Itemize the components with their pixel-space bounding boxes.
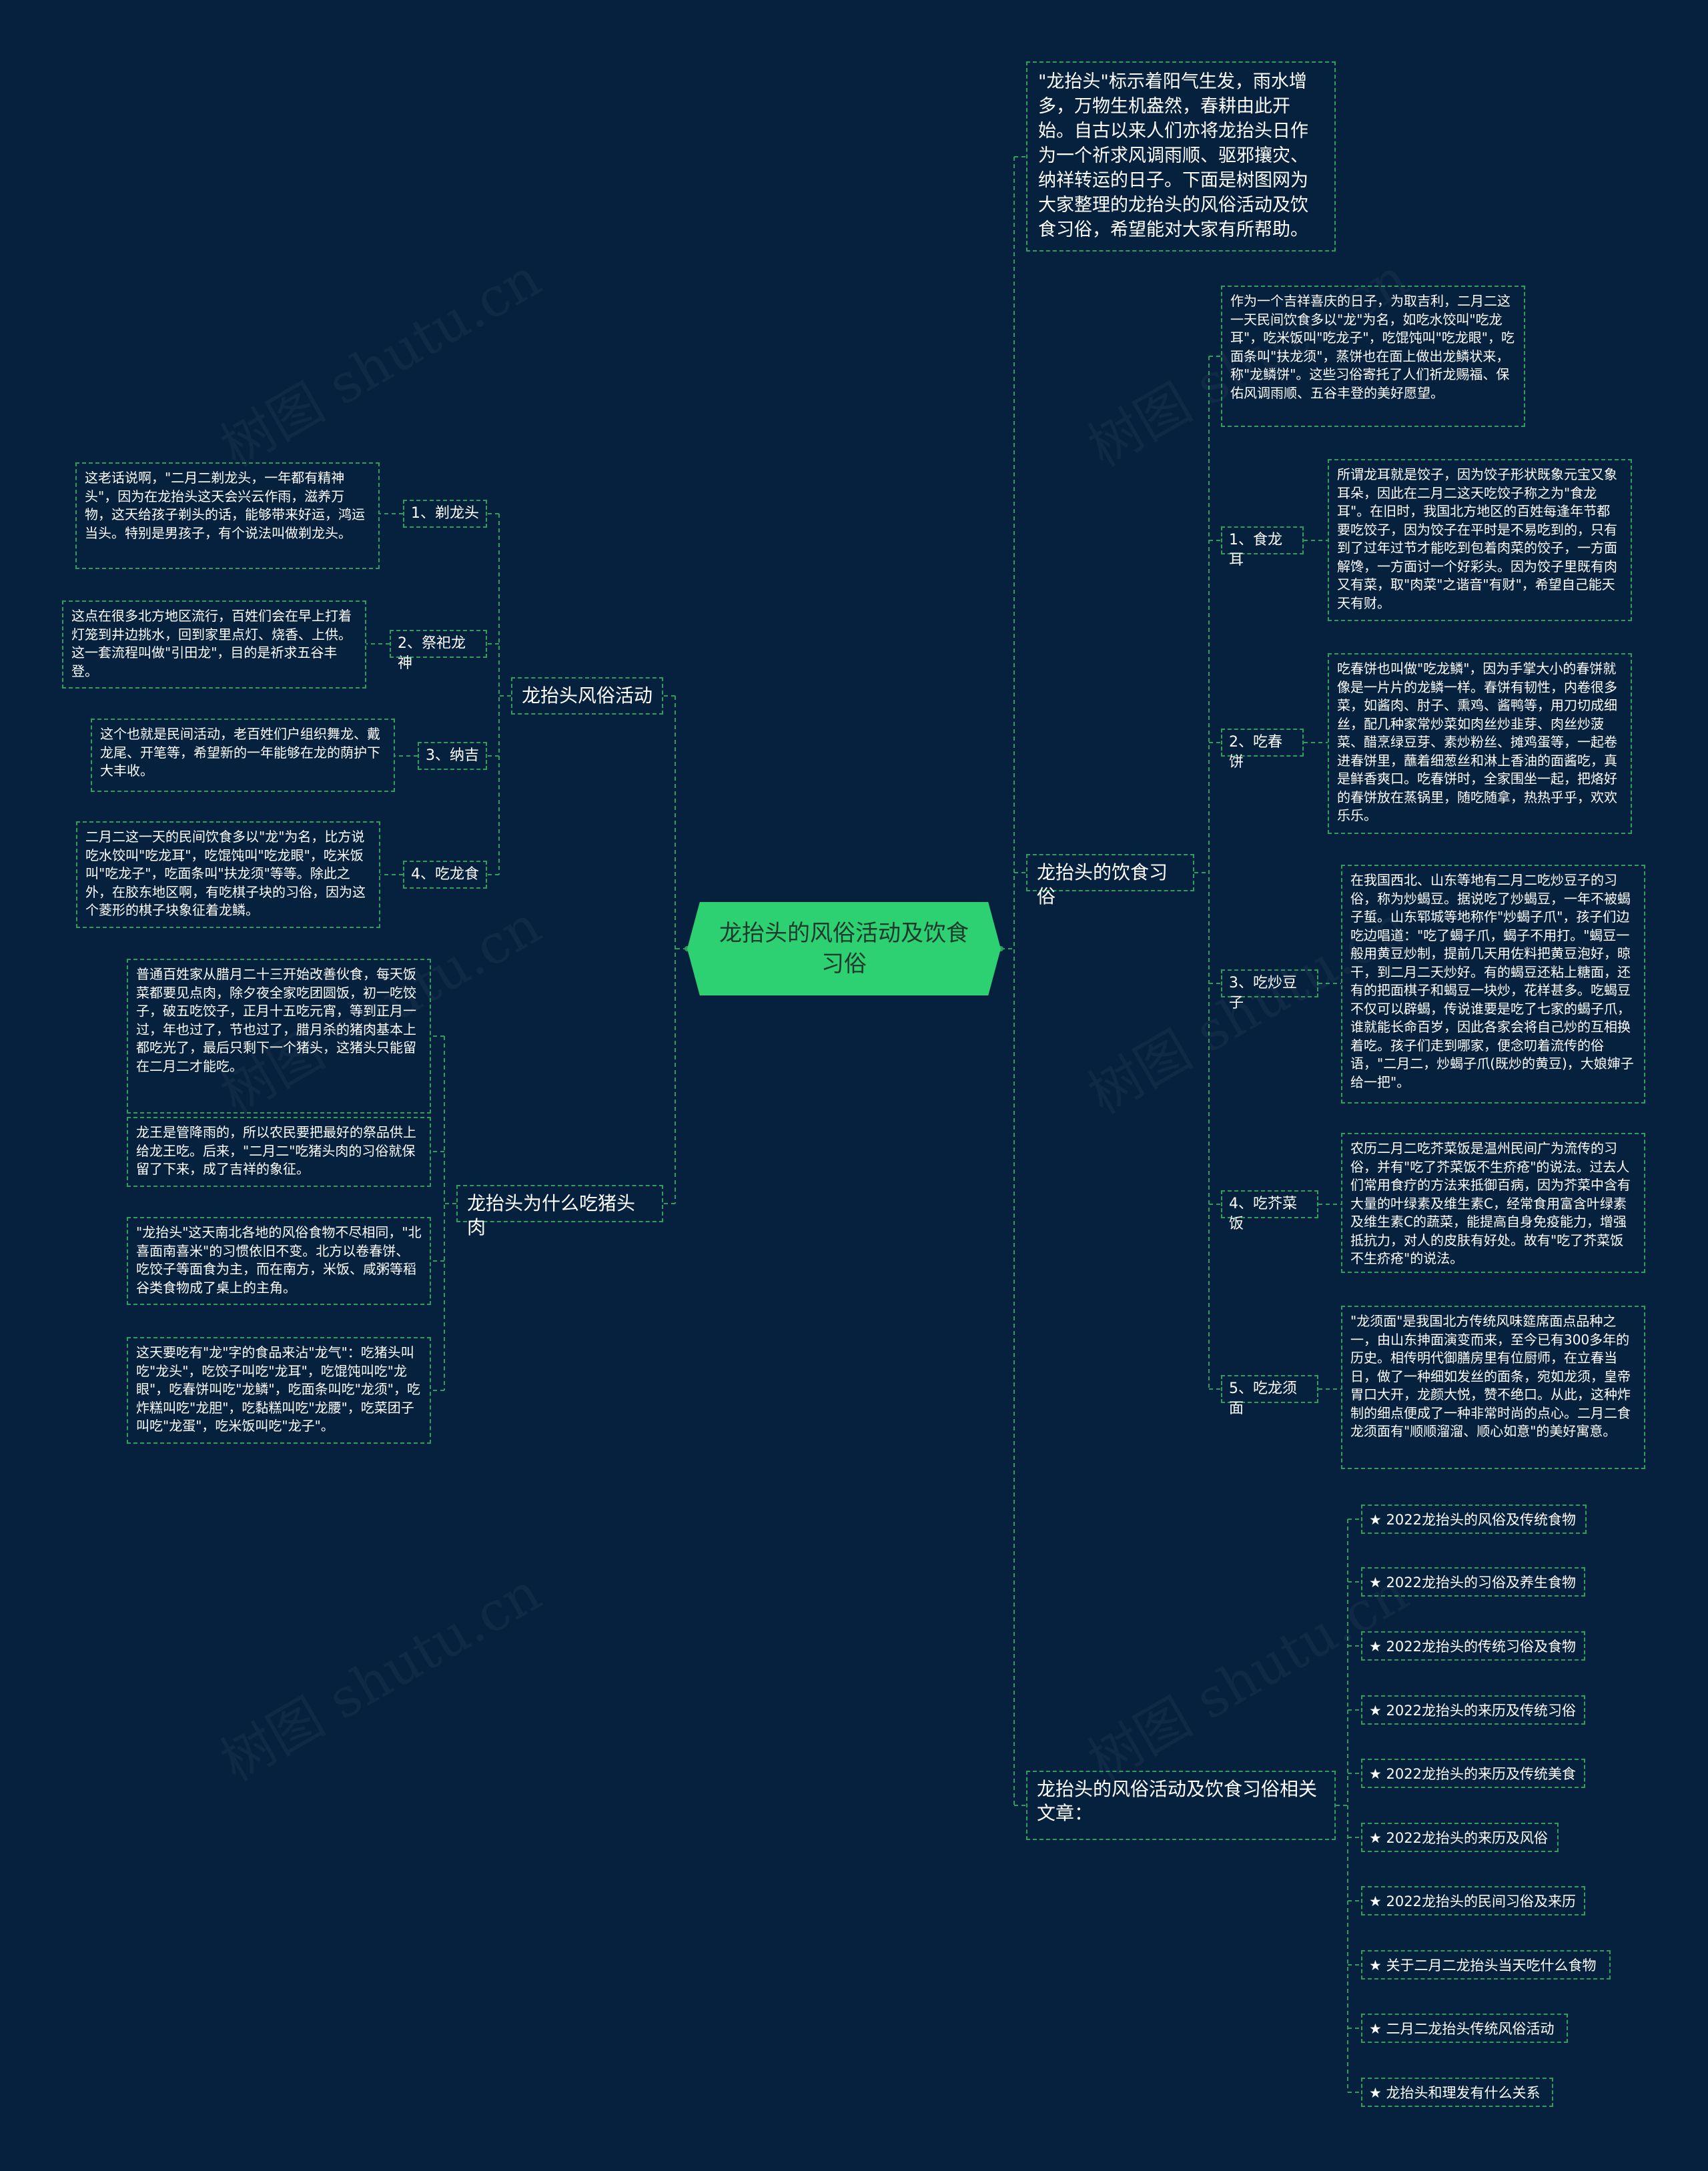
activity-label-4[interactable]: 4、吃龙食 <box>403 861 487 889</box>
intro-node[interactable]: "龙抬头"标示着阳气生发，雨水增多，万物生机盎然，春耕由此开始。自古以来人们亦将… <box>1026 61 1336 252</box>
activity-text-4[interactable]: 二月二这一天的民间饮食多以"龙"为名，比方说吃水饺叫"吃龙耳"，吃馄饨叫"吃龙眼… <box>76 821 380 928</box>
diet-top-text[interactable]: 作为一个吉祥喜庆的日子，为取吉利，二月二这一天民间饮食多以"龙"为名，如吃水饺叫… <box>1221 286 1525 427</box>
branch-diet[interactable]: 龙抬头的饮食习俗 <box>1026 854 1194 907</box>
activity-label-2[interactable]: 2、祭祀龙神 <box>390 630 487 672</box>
diet-label-2[interactable]: 2、吃春饼 <box>1221 729 1304 771</box>
diet-text-2[interactable]: 吃春饼也叫做"吃龙鳞"，因为手掌大小的春饼就像是一片片的龙鳞一样。春饼有韧性，内… <box>1328 653 1632 834</box>
diet-text-1[interactable]: 所谓龙耳就是饺子，因为饺子形状既象元宝又象耳朵，因此在二月二这天吃饺子称之为"食… <box>1328 459 1632 621</box>
diet-label-5[interactable]: 5、吃龙须面 <box>1221 1375 1318 1417</box>
root-node[interactable]: 龙抬头的风俗活动及饮食习俗 <box>687 902 1001 995</box>
pig-text-3[interactable]: "龙抬头"这天南北各地的风俗食物不尽相同，"北喜面南喜米"的习惯依旧不变。北方以… <box>127 1217 431 1305</box>
related-link-3[interactable]: ★ 2022龙抬头的传统习俗及食物 <box>1361 1631 1585 1661</box>
related-link-7[interactable]: ★ 2022龙抬头的民间习俗及来历 <box>1361 1886 1585 1915</box>
diet-text-4[interactable]: 农历二月二吃芥菜饭是温州民间广为流传的习俗，并有"吃了芥菜饭不生疥疮"的说法。过… <box>1341 1133 1645 1273</box>
pig-text-4[interactable]: 这天要吃有"龙"字的食品来沾"龙气"：吃猪头叫吃"龙头"，吃饺子叫吃"龙耳"，吃… <box>127 1337 431 1444</box>
diet-label-4[interactable]: 4、吃芥菜饭 <box>1221 1190 1318 1232</box>
activity-text-1[interactable]: 这老话说啊，"二月二剃龙头，一年都有精神头"，因为在龙抬头这天会兴云作雨，滋养万… <box>75 462 380 569</box>
branch-activities[interactable]: 龙抬头风俗活动 <box>511 677 663 715</box>
diet-label-3[interactable]: 3、吃炒豆子 <box>1221 969 1318 1011</box>
related-link-2[interactable]: ★ 2022龙抬头的习俗及养生食物 <box>1361 1567 1585 1597</box>
activity-text-2[interactable]: 这点在很多北方地区流行，百姓们会在早上打着灯笼到井边挑水，回到家里点灯、烧香、上… <box>62 600 366 689</box>
related-link-1[interactable]: ★ 2022龙抬头的风俗及传统食物 <box>1361 1504 1587 1534</box>
related-link-6[interactable]: ★ 2022龙抬头的来历及风俗 <box>1361 1823 1559 1852</box>
branch-pig-head[interactable]: 龙抬头为什么吃猪头肉 <box>456 1185 663 1238</box>
diet-text-5[interactable]: "龙须面"是我国北方传统风味筵席面点品种之一，由山东抻面演变而来，至今已有300… <box>1341 1306 1645 1469</box>
activity-text-3[interactable]: 这个也就是民间活动，老百姓们户组织舞龙、戴龙尾、开笔等，希望新的一年能够在龙的荫… <box>91 719 395 792</box>
diet-label-1[interactable]: 1、食龙耳 <box>1221 526 1304 568</box>
pig-text-1[interactable]: 普通百姓家从腊月二十三开始改善伙食，每天饭菜都要见点肉，除夕夜全家吃团圆饭，初一… <box>127 959 431 1114</box>
related-link-10[interactable]: ★ 龙抬头和理发有什么关系 <box>1361 2078 1553 2107</box>
related-link-8[interactable]: ★ 关于二月二龙抬头当天吃什么食物 <box>1361 1950 1611 1980</box>
activity-label-3[interactable]: 3、纳吉 <box>418 742 487 770</box>
related-link-9[interactable]: ★ 二月二龙抬头传统风俗活动 <box>1361 2014 1568 2043</box>
pig-text-2[interactable]: 龙王是管降雨的，所以农民要把最好的祭品供上给龙王吃。后来，"二月二"吃猪头肉的习… <box>127 1117 431 1187</box>
diet-text-3[interactable]: 在我国西北、山东等地有二月二吃炒豆子的习俗，称为炒蝎豆。据说吃了炒蝎豆，一年不被… <box>1341 865 1645 1104</box>
activity-label-1[interactable]: 1、剃龙头 <box>403 500 487 528</box>
related-link-5[interactable]: ★ 2022龙抬头的来历及传统美食 <box>1361 1759 1585 1788</box>
branch-related-articles[interactable]: 龙抬头的风俗活动及饮食习俗相关文章： <box>1026 1771 1336 1840</box>
related-link-4[interactable]: ★ 2022龙抬头的来历及传统习俗 <box>1361 1695 1585 1725</box>
